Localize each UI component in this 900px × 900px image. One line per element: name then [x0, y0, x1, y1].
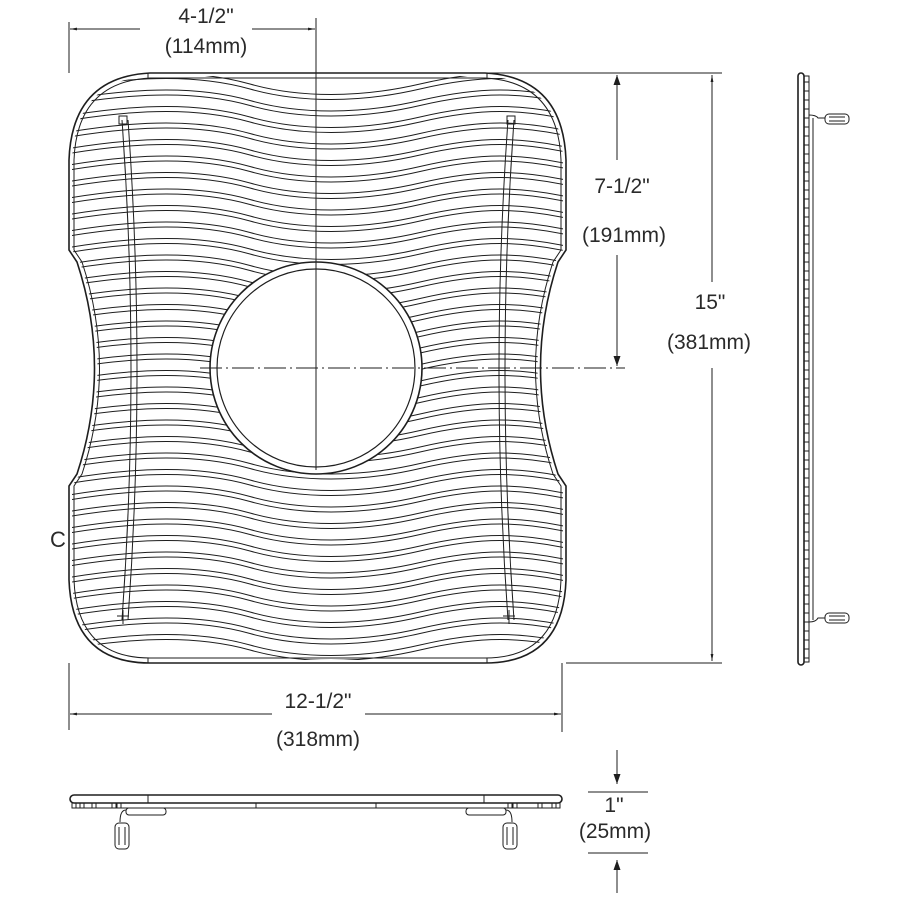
dim-center-offset-imperial: 4-1/2" [178, 5, 233, 28]
dim-drain-offset-imperial: 7-1/2" [594, 175, 649, 198]
support-rails [117, 115, 516, 624]
dim-height-metric: (25mm) [579, 820, 651, 843]
dim-height: 1" (25mm) [579, 750, 651, 893]
dim-height-imperial: 1" [604, 794, 623, 817]
dim-drain-offset: 7-1/2" (191mm) [582, 75, 666, 366]
dim-width-metric: (318mm) [276, 728, 360, 751]
dim-length: 15" (381mm) [667, 75, 751, 661]
grid-outer-frame [68, 72, 567, 664]
dim-length-metric: (381mm) [667, 331, 751, 354]
dim-center-offset: 4-1/2" (114mm) [68, 5, 315, 73]
side-view [797, 72, 850, 666]
centerline-symbol: C [50, 527, 66, 552]
dim-length-imperial: 15" [695, 291, 726, 314]
dim-width-imperial: 12-1/2" [285, 690, 352, 713]
dim-center-offset-metric: (114mm) [165, 35, 247, 58]
dim-width: 12-1/2" (318mm) [68, 663, 563, 751]
front-view [69, 794, 563, 850]
top-view [68, 18, 625, 664]
dim-drain-offset-metric: (191mm) [582, 224, 666, 247]
